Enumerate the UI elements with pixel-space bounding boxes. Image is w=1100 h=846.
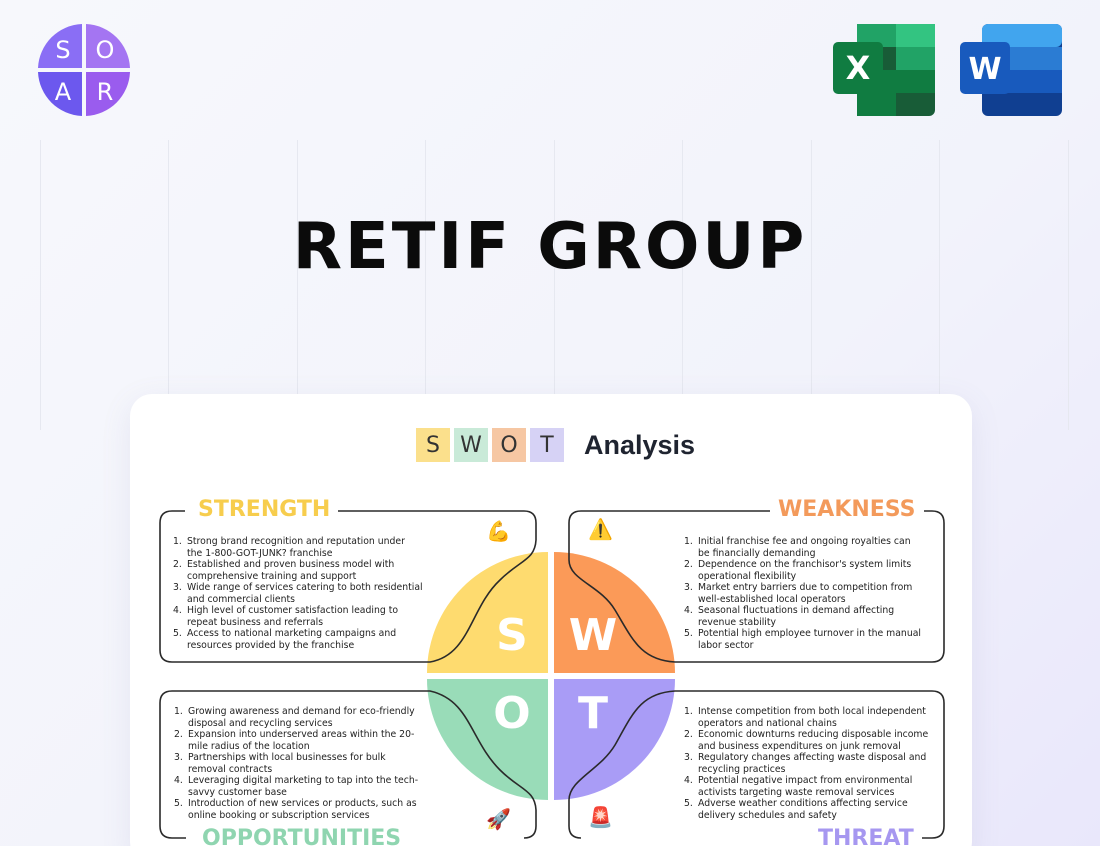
background-line [297, 140, 298, 430]
opportunities-quadrant [427, 679, 548, 800]
list-item: 3.Wide range of services catering to bot… [173, 582, 423, 605]
weakness-frame [568, 510, 945, 663]
list-item: 4.High level of customer satisfaction le… [173, 605, 399, 628]
background-line [425, 140, 426, 430]
list-item: 5.Potential high employee turnover in th… [684, 628, 921, 651]
background-line [682, 140, 683, 430]
excel-cell [896, 47, 935, 70]
excel-icon[interactable]: X [833, 24, 935, 116]
strength-label: STRENGTH [190, 497, 339, 522]
logo-quadrant [86, 72, 130, 116]
list-item: 5.Adverse weather conditions affecting s… [684, 798, 908, 821]
swot-heading: S W O T Analysis [416, 428, 695, 462]
weakness-list: 1.Initial franchise fee and ongoing roya… [684, 536, 924, 651]
swot-card [130, 394, 972, 846]
list-item: 5.Access to national marketing campaigns… [173, 628, 397, 651]
list-item: 2.Established and proven business model … [173, 559, 395, 582]
list-item: 2.Dependence on the franchisor's system … [684, 559, 912, 582]
list-item: 3.Partnerships with local businesses for… [174, 752, 386, 775]
list-item: 3.Market entry barriers due to competiti… [684, 582, 913, 605]
logo-letter: S [55, 36, 70, 64]
warning-icon: ⚠️ [588, 519, 613, 541]
list-item: 5.Introduction of new services or produc… [174, 798, 417, 821]
excel-letter: X [846, 49, 871, 87]
logo-quadrant [38, 72, 82, 116]
soar-logo: S O A R [38, 24, 130, 116]
siren-icon: 🚨 [588, 807, 613, 829]
background-line [939, 140, 940, 430]
word-icon[interactable]: W [960, 24, 1062, 116]
logo-quadrant [38, 24, 82, 68]
opportunities-letter: O [493, 688, 530, 739]
list-item: 1.Growing awareness and demand for eco-f… [174, 706, 415, 729]
list-item: 1.Intense competition from both local in… [684, 706, 926, 729]
word-badge [960, 42, 1010, 94]
background-line [40, 140, 41, 430]
list-item: 4.Potential negative impact from environ… [684, 775, 913, 798]
excel-cell [857, 24, 896, 47]
heading-letter-s: S [416, 428, 450, 462]
background-line [168, 140, 169, 430]
list-item: 1.Initial franchise fee and ongoing roya… [684, 536, 911, 559]
list-item: 3.Regulatory changes affecting waste dis… [684, 752, 927, 775]
strength-frame [159, 510, 537, 663]
logo-letter: O [96, 36, 115, 64]
strength-letter: S [496, 610, 528, 661]
word-letter: W [968, 52, 1001, 87]
threat-letter: T [578, 688, 608, 739]
list-item: 4.Seasonal fluctuations in demand affect… [684, 605, 895, 628]
list-item: 2.Economic downturns reducing disposable… [684, 729, 929, 752]
excel-cell [896, 70, 935, 93]
strength-list: 1.Strong brand recognition and reputatio… [173, 536, 423, 651]
heading-letter-t: T [530, 428, 564, 462]
list-item: 1.Strong brand recognition and reputatio… [173, 536, 405, 559]
opportunities-frame [159, 690, 537, 839]
flexed-biceps-icon: 💪 [486, 521, 511, 543]
threat-label: THREAT [810, 826, 922, 846]
threat-frame [568, 690, 945, 839]
excel-badge [833, 42, 883, 94]
excel-cell [896, 24, 935, 47]
heading-text: Analysis [584, 429, 696, 460]
list-item: 2.Expansion into underserved areas withi… [174, 729, 415, 752]
strength-quadrant [427, 552, 548, 673]
opportunities-list: 1.Growing awareness and demand for eco-f… [174, 706, 424, 821]
rocket-icon: 🚀 [486, 809, 511, 831]
threat-list: 1.Intense competition from both local in… [684, 706, 934, 821]
opportunities-label: OPPORTUNITIES [194, 826, 410, 846]
word-band [982, 24, 1062, 47]
logo-letter: A [55, 78, 72, 106]
background-line [554, 140, 555, 430]
heading-letter-o: O [492, 428, 526, 462]
weakness-letter: W [569, 610, 618, 661]
threat-quadrant [554, 679, 675, 800]
weakness-label: WEAKNESS [770, 497, 924, 522]
heading-letter-w: W [454, 428, 488, 462]
logo-letter: R [97, 78, 114, 106]
background-line [811, 140, 812, 430]
logo-quadrant [86, 24, 130, 68]
background-line [1068, 140, 1069, 430]
list-item: 4.Leveraging digital marketing to tap in… [174, 775, 419, 798]
page-title: RETIF GROUP [292, 210, 808, 284]
